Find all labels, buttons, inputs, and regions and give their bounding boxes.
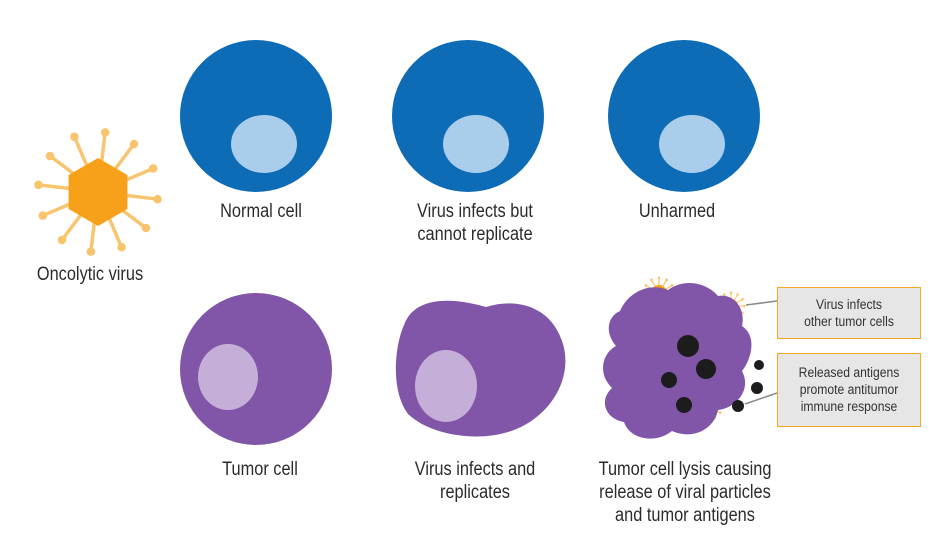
callout-virus-infects-other-cells: Virus infects other tumor cells — [777, 287, 921, 339]
label-normal-cell: Normal cell — [220, 201, 302, 222]
tumor-antigen — [754, 360, 764, 370]
virus-spike-tip — [141, 223, 151, 233]
infected-tumor-cell-nucleus — [415, 350, 477, 422]
virus-spike — [111, 142, 136, 173]
label-virus-infects-cannot-replicate: Virus infects but cannot replicate — [417, 201, 533, 245]
virus-spike — [122, 193, 160, 201]
lysing-tumor-cell — [603, 283, 752, 439]
virus-spike-tip — [650, 278, 653, 282]
label-virus-infects-replicates: Virus infects and replicates — [414, 459, 536, 503]
virus-spike-tip — [718, 411, 722, 414]
tumor-antigen — [677, 335, 699, 357]
tumor-antigen — [732, 400, 744, 412]
virus-spike-tip — [723, 293, 726, 296]
tumor-antigen — [696, 359, 716, 379]
tumor-antigen — [661, 372, 677, 388]
virus-spike-tip — [70, 132, 79, 142]
normal-cell-nucleus — [231, 115, 297, 173]
label-oncolytic-virus: Oncolytic virus — [36, 264, 144, 285]
callout-released-antigens: Released antigens promote antitumor immu… — [777, 353, 921, 427]
tumor-antigen — [751, 382, 763, 394]
virus-spike-tip — [129, 139, 139, 149]
virus-spike-tip — [153, 194, 162, 204]
virus-spike-tip — [743, 304, 746, 308]
tumor-antigen — [676, 397, 692, 413]
virus-spike-tip — [670, 284, 674, 287]
virus-spike-tip — [665, 278, 668, 282]
normal-cell-nucleus — [443, 115, 509, 173]
label-tumor-cell: Tumor cell — [222, 459, 298, 480]
virus-spike — [60, 211, 85, 242]
virus-spike-tip — [86, 247, 96, 256]
label-tumor-cell-lysis: Tumor cell lysis causing release of vira… — [598, 459, 772, 526]
virus-spike-tip — [100, 128, 110, 137]
leader-line-other-cells — [745, 300, 778, 306]
tumor-cell-nucleus — [198, 344, 258, 410]
leader-line-antigens — [744, 392, 778, 405]
virus-spike-tip — [38, 211, 48, 220]
virus-spike-tip — [741, 298, 744, 301]
normal-cell-nucleus — [659, 115, 725, 173]
oncolytic-virus-icon — [34, 128, 162, 256]
virus-spike-tip — [34, 180, 43, 190]
virus-spike-tip — [736, 293, 739, 296]
virus-capsid — [68, 158, 128, 226]
virus-spike-tip — [45, 151, 55, 161]
virus-spike-tip — [657, 276, 661, 280]
virus-spike — [106, 214, 124, 249]
virus-spike — [36, 183, 74, 191]
virus-spike — [72, 135, 90, 170]
virus-spike-tip — [644, 284, 648, 287]
virus-spike-tip — [729, 291, 733, 295]
virus-spike-tip — [57, 235, 67, 245]
virus-spike-tip — [148, 164, 158, 173]
virus-spike-tip — [117, 242, 126, 252]
label-unharmed: Unharmed — [638, 201, 716, 222]
